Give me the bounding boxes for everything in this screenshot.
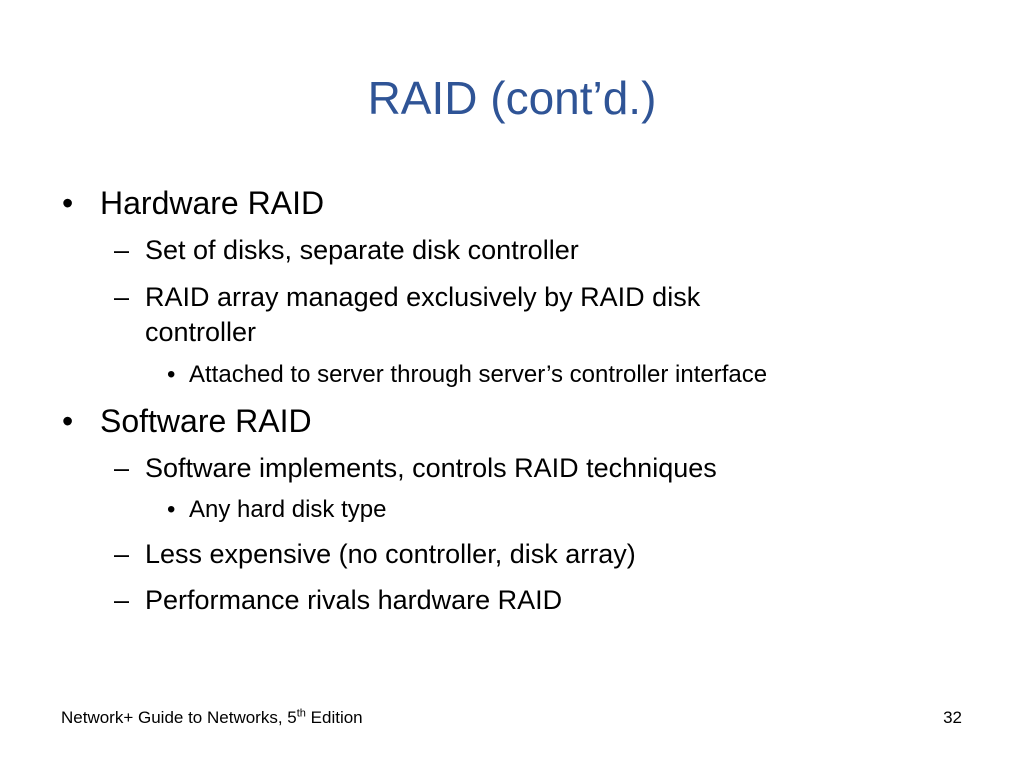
- bullet-text: Software RAID: [100, 403, 312, 439]
- sub-sub-item-text: Any hard disk type: [189, 496, 387, 523]
- dash-marker: –: [114, 453, 130, 483]
- sub-item-text: RAID array managed exclusively by RAID d…: [145, 282, 701, 312]
- bullet-marker: •: [167, 496, 176, 523]
- bullet-marker: •: [62, 403, 74, 439]
- bullet-marker: •: [167, 361, 176, 388]
- dash-marker: –: [114, 282, 130, 312]
- page-number: 32: [943, 708, 962, 727]
- dash-marker: –: [114, 585, 130, 615]
- footer-edition-word: Edition: [305, 708, 363, 727]
- sub-item-text: Software implements, controls RAID techn…: [145, 453, 717, 483]
- sub-sub-item-text: Attached to server through server’s cont…: [189, 361, 768, 388]
- bullet-text: Hardware RAID: [100, 185, 325, 221]
- sub-item-text-continuation: controller: [145, 317, 257, 347]
- slide-title: RAID (cont’d.): [367, 72, 657, 124]
- dash-marker: –: [114, 235, 130, 265]
- footer-title-text: Network+ Guide to Networks, 5: [61, 708, 297, 727]
- sub-item-text: Less expensive (no controller, disk arra…: [145, 539, 636, 569]
- dash-marker: –: [114, 539, 130, 569]
- footer-edition-superscript: th: [296, 707, 306, 720]
- sub-item-text: Set of disks, separate disk controller: [145, 235, 579, 265]
- sub-item-text: Performance rivals hardware RAID: [145, 585, 563, 615]
- footer-book-title: Network+ Guide to Networks, 5th Edition: [61, 707, 363, 729]
- bullet-marker: •: [62, 185, 74, 221]
